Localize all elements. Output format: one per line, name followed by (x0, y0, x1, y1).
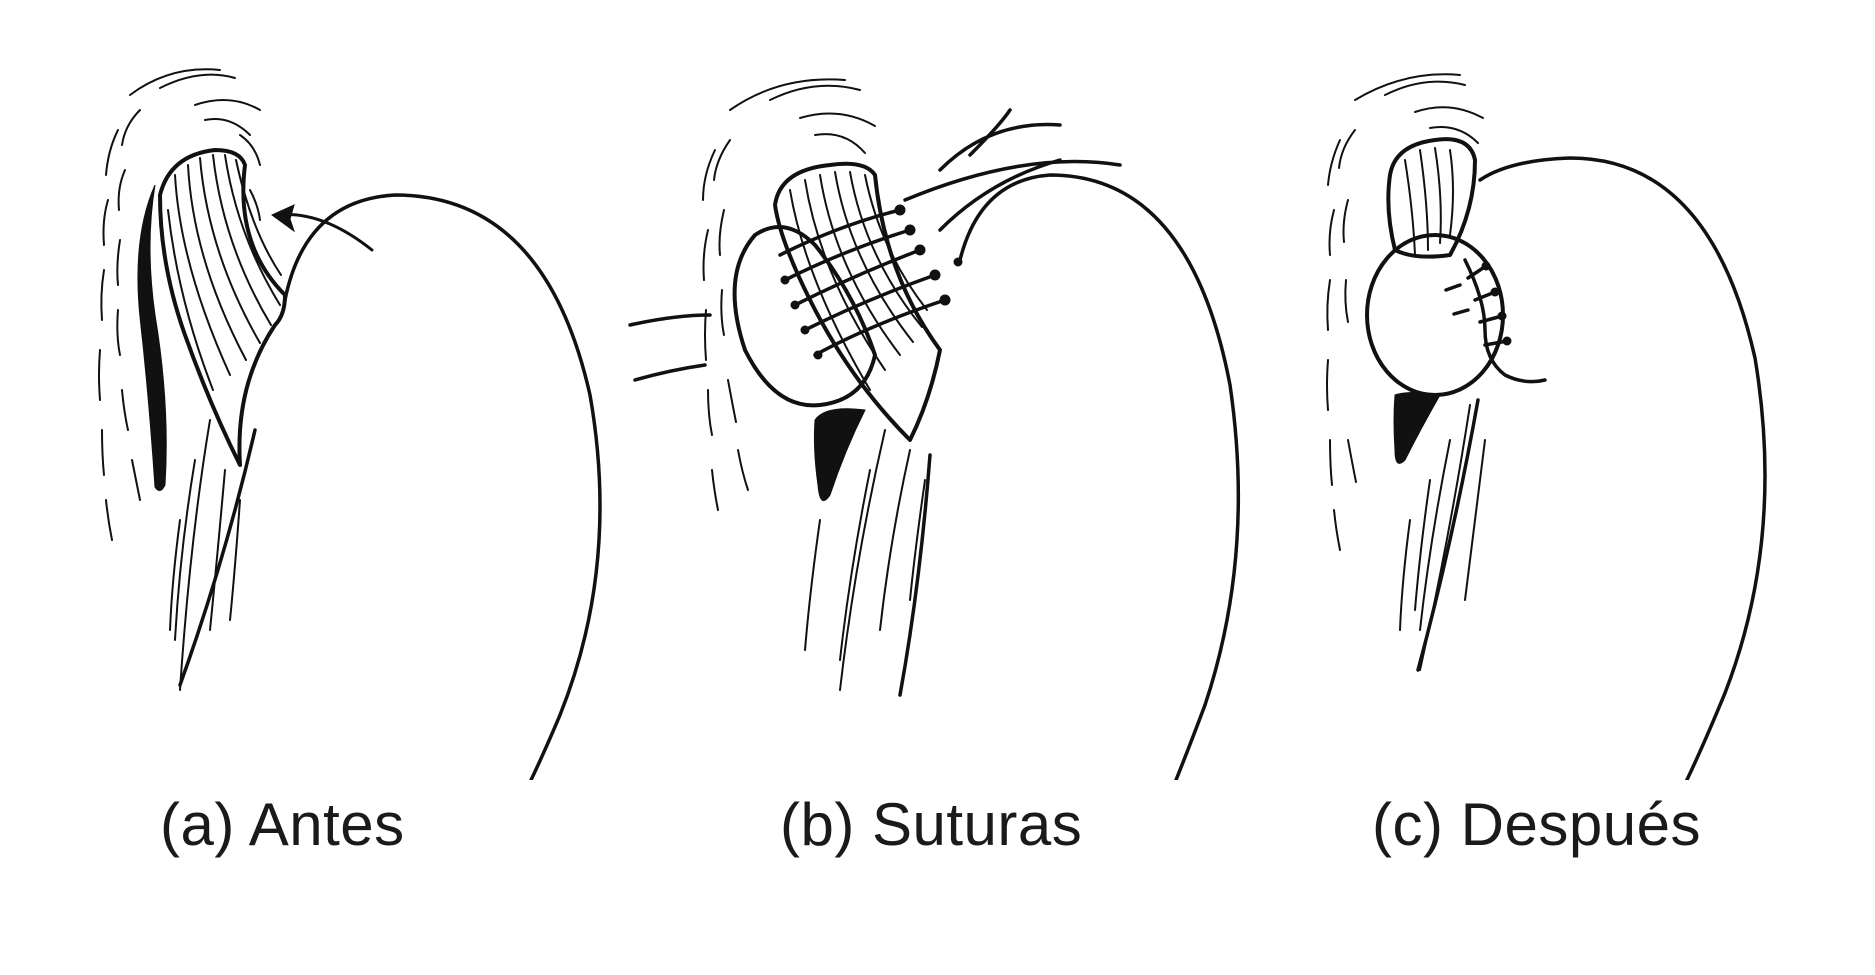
panel-c-left-edge (1416, 398, 1480, 672)
panel-a-arrow-head (271, 204, 295, 233)
caption-despues: (c) Después (1372, 791, 1701, 858)
panel-c-shading (1326, 73, 1484, 551)
panel-b-suture-knots (780, 204, 963, 360)
panel-c-organ-outline (1478, 156, 1767, 780)
panel-b-striations (789, 171, 928, 391)
panel-c-stump-outline (1386, 137, 1477, 259)
caption-suturas: (b) Suturas (780, 791, 1083, 858)
panel-a-shading (98, 68, 261, 541)
panel-a-dark-fold (137, 184, 167, 491)
panel-b-muscle-outline (773, 161, 942, 442)
panel-b-sutures (628, 108, 1122, 382)
panel-a-striations (167, 154, 282, 391)
panel-b-illustration (628, 78, 1241, 780)
panel-c-illustration (1326, 73, 1767, 780)
panel-a-left-edge (178, 428, 257, 687)
panel-a-lobe-outline (158, 148, 287, 467)
panel-b-flap-outline (732, 225, 877, 408)
panel-c-dark-fold (1393, 392, 1441, 464)
panel-b-lower-tissue (804, 429, 926, 691)
panel-b-left-edge (898, 453, 932, 697)
panel-c-suture-knots (1481, 261, 1512, 346)
panel-b-organ-outline (958, 173, 1241, 780)
panel-b-dark-fold (813, 408, 866, 502)
panel-a-organ-outline (283, 193, 602, 780)
panel-a-lower-tissue (169, 419, 241, 691)
caption-antes: (a) Antes (160, 791, 405, 858)
panel-a-illustration (98, 68, 602, 780)
